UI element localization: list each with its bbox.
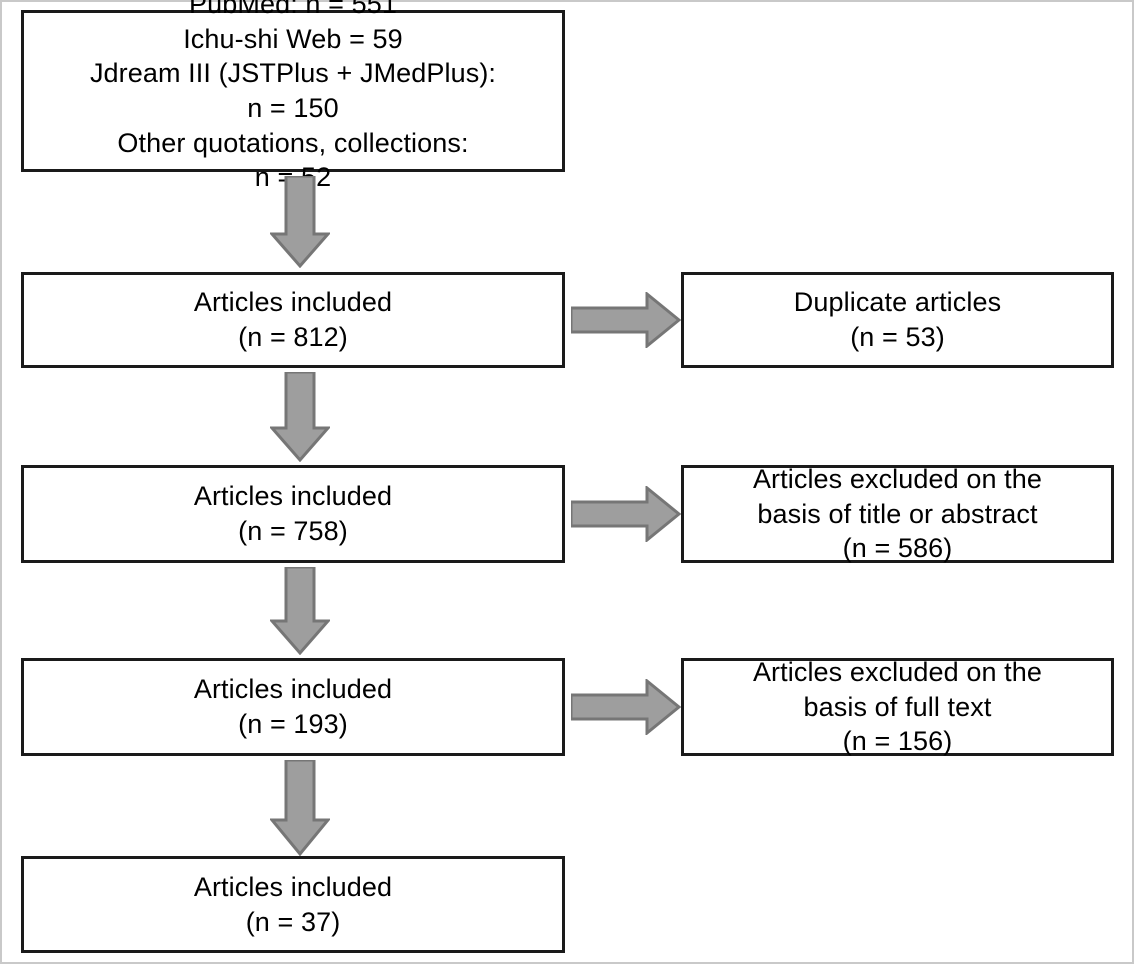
articles-included-812-box: Articles included (n = 812): [21, 272, 565, 368]
articles-excluded-586-line-3: (n = 586): [842, 533, 953, 564]
duplicate-articles-53-line-2: (n = 53): [850, 322, 945, 352]
articles-excluded-156-line-3: (n = 156): [842, 726, 953, 757]
articles-included-812-line-2: (n = 812): [238, 322, 348, 352]
arrow-right-193-to-excluded156: [571, 679, 681, 735]
search-sources-line-3: Jdream III (JSTPlus + JMedPlus):: [89, 58, 497, 89]
articles-included-193-line-1: Articles included: [193, 674, 393, 705]
search-sources-line-1: PubMed: n = 551: [189, 0, 397, 20]
duplicate-articles-53-box: Duplicate articles (n = 53): [681, 272, 1114, 368]
arrow-down-812-to-758: [270, 372, 330, 462]
articles-excluded-156-line-2: basis of full text: [803, 691, 992, 722]
articles-included-758-line-2: (n = 758): [238, 516, 348, 546]
search-sources-box: PubMed: n = 551 Ichu-shi Web = 59 Jdream…: [21, 0, 565, 192]
articles-included-758-box: Articles included (n = 758): [21, 465, 565, 563]
articles-excluded-156-line-1: Articles excluded on the: [752, 657, 1043, 688]
search-sources-line-4: n = 150: [247, 93, 339, 123]
articles-excluded-full-text-156-box: Articles excluded on the basis of full t…: [681, 657, 1114, 757]
search-sources-line-2: Ichu-shi Web = 59: [183, 23, 403, 54]
search-sources-line-5: Other quotations, collections:: [117, 127, 469, 158]
articles-excluded-586-line-1: Articles excluded on the: [752, 464, 1043, 495]
arrow-right-758-to-excluded586: [571, 486, 681, 542]
arrow-down-758-to-193: [270, 567, 330, 655]
articles-included-812-line-1: Articles included: [193, 287, 393, 318]
articles-included-37-line-1: Articles included: [193, 871, 393, 902]
articles-excluded-title-abstract-586-box: Articles excluded on the basis of title …: [681, 464, 1114, 564]
articles-included-37-box: Articles included (n = 37): [21, 856, 565, 953]
image-border-bottom: [0, 962, 1134, 964]
articles-excluded-586-line-2: basis of title or abstract: [757, 498, 1038, 529]
duplicate-articles-53-line-1: Duplicate articles: [793, 287, 1002, 318]
arrow-right-812-to-duplicates: [571, 292, 681, 348]
articles-included-37-line-2: (n = 37): [245, 906, 341, 937]
arrow-down-sources-to-812: [270, 176, 330, 268]
articles-included-193-box: Articles included (n = 193): [21, 658, 565, 756]
image-border-right: [1132, 0, 1134, 964]
arrow-down-193-to-37: [270, 760, 330, 856]
articles-included-193-line-2: (n = 193): [238, 709, 348, 739]
articles-included-758-line-1: Articles included: [193, 481, 393, 512]
image-border-left: [0, 0, 2, 964]
image-border-top: [0, 0, 1134, 2]
